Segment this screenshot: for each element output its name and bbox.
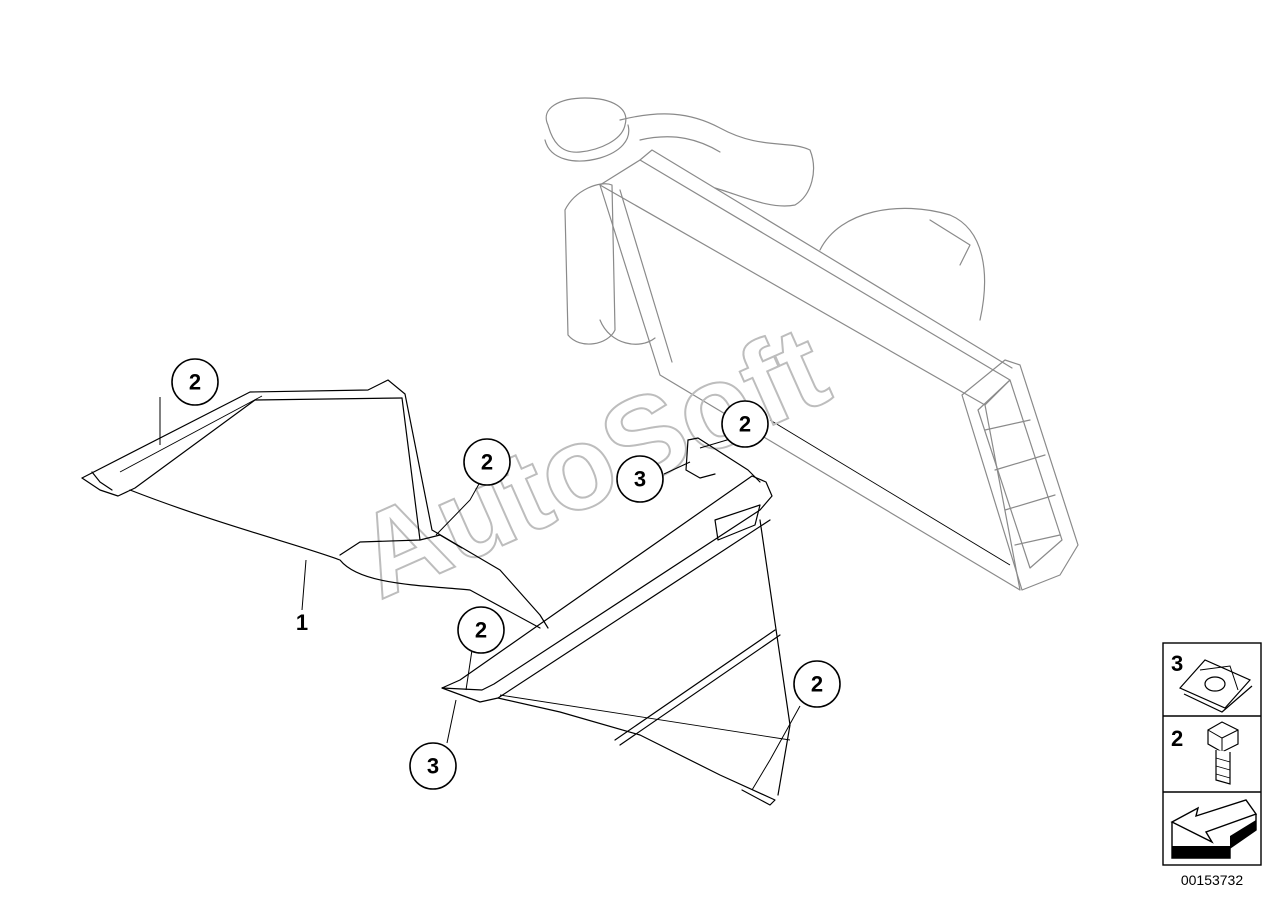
callout-3-bottom[interactable]: 3 <box>409 742 457 790</box>
clip-nut-icon <box>1179 659 1253 713</box>
svg-text:3: 3 <box>634 467 646 492</box>
svg-text:AutoSoft: AutoSoft <box>337 301 846 624</box>
svg-text:2: 2 <box>739 412 751 437</box>
callout-2-left-top[interactable]: 2 <box>171 358 219 406</box>
callout-2-right[interactable]: 2 <box>793 660 841 708</box>
direction-arrow-icon <box>1170 799 1258 859</box>
callout-3-center[interactable]: 3 <box>616 455 664 503</box>
svg-text:2: 2 <box>481 450 493 475</box>
svg-text:2: 2 <box>811 672 823 697</box>
left-air-duct <box>81 379 549 629</box>
right-air-duct <box>441 437 791 806</box>
part-label-1: 1 <box>296 610 308 635</box>
bolt-icon <box>1207 721 1239 785</box>
radiator-drawing <box>544 97 1079 591</box>
watermark: AutoSoft <box>336 300 847 625</box>
callout-2-center-right[interactable]: 2 <box>721 400 769 448</box>
document-number: 00153732 <box>1181 872 1244 888</box>
callout-2-left-middle[interactable]: 2 <box>463 438 511 486</box>
svg-text:2: 2 <box>189 370 201 395</box>
legend-number-2: 2 <box>1171 726 1183 751</box>
parts-legend: 3 2 <box>1162 642 1262 866</box>
callout-2-lower-left[interactable]: 2 <box>457 606 505 654</box>
svg-text:2: 2 <box>475 618 487 643</box>
legend-number-3: 3 <box>1171 651 1183 676</box>
svg-text:3: 3 <box>427 754 439 779</box>
